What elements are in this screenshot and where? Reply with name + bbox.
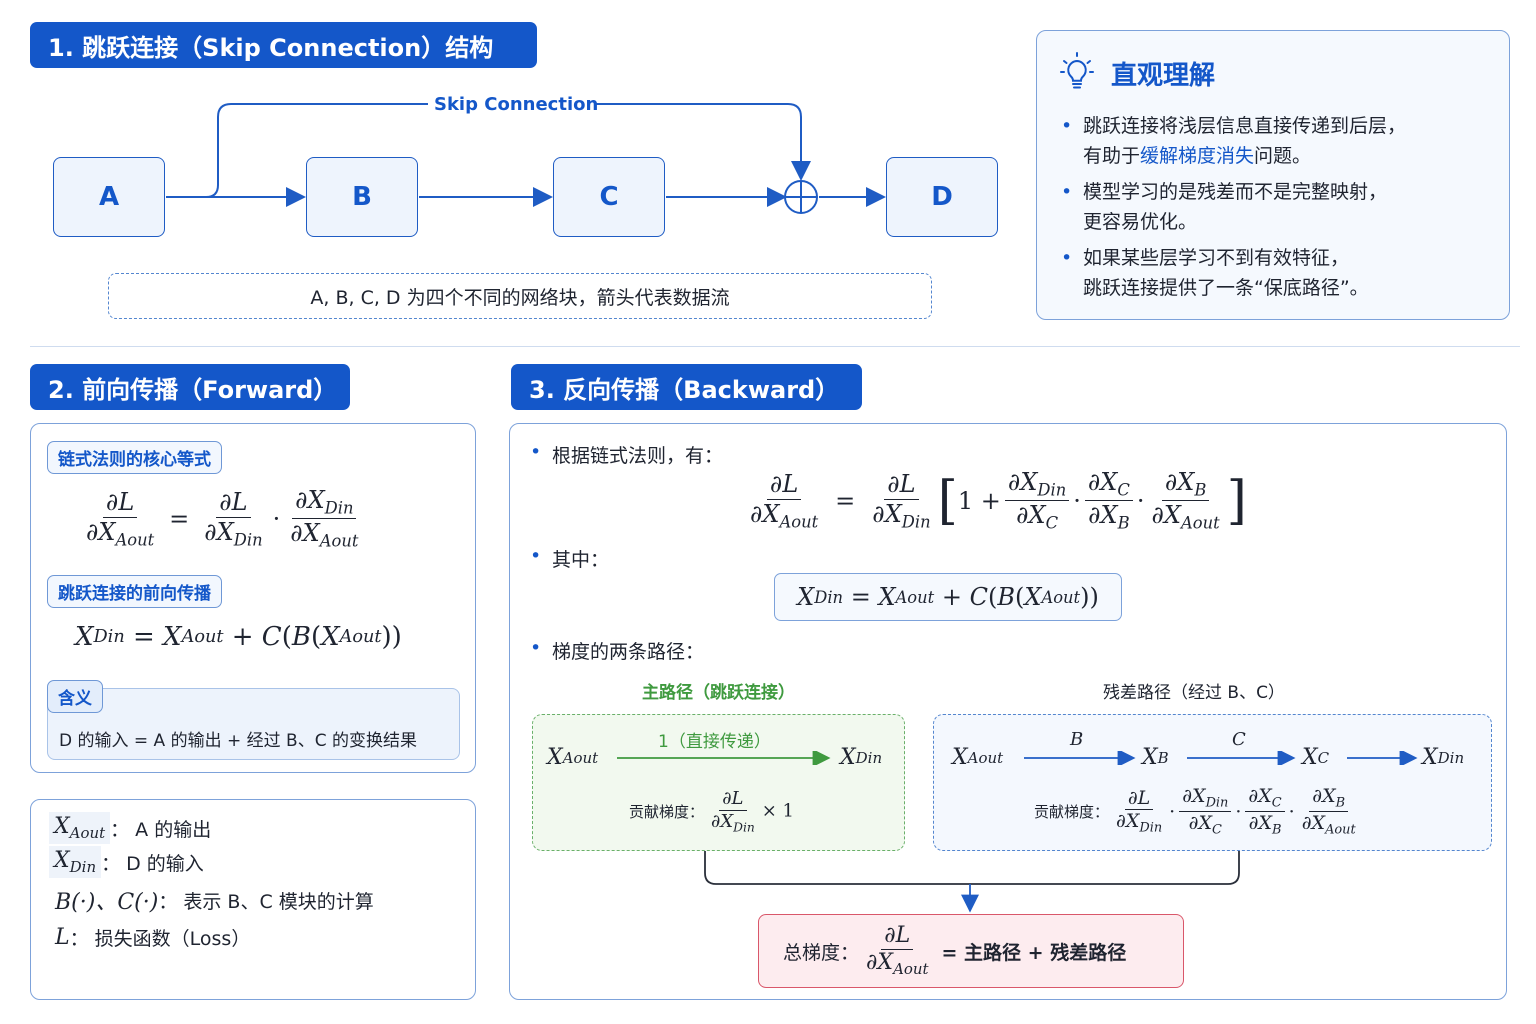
- section-divider: [30, 346, 1520, 347]
- tag-forward-prop: 跳跃连接的前向传播: [47, 575, 222, 608]
- main-path-title: 主路径（跳跃连接）: [642, 683, 795, 703]
- highlight-vanishing-gradient: 缓解梯度消失: [1140, 145, 1255, 167]
- section1-title: 1. 跳跃连接（Skip Connection）结构: [30, 22, 537, 68]
- res-label-c: C: [1232, 729, 1246, 750]
- legend-xdin: XDin ： D 的输入: [49, 846, 204, 879]
- tag-chain-rule: 链式法则的核心等式: [47, 441, 222, 474]
- total-gradient-rhs: = 主路径 + 残差路径: [941, 941, 1127, 964]
- section2-title: 2. 前向传播（Forward）: [30, 364, 350, 410]
- skip-connection-label: Skip Connection: [434, 94, 599, 115]
- skip-diagram-arrows: [166, 103, 886, 214]
- legend-panel: XAout ： A 的输出 XDin ： D 的输入 B(·)、C(·) ： 表…: [30, 799, 476, 1000]
- total-gradient-label: 总梯度：: [783, 941, 860, 964]
- backward-bullet-1: 根据链式法则，有：: [530, 441, 723, 468]
- intuition-item-3: 如果某些层学习不到有效特征， 跳跃连接提供了一条“保底路径”。: [1061, 243, 1369, 303]
- intuition-item-2-line1: 模型学习的是残差而不是完整映射，: [1083, 181, 1388, 203]
- intuition-item-1: 跳跃连接将浅层信息直接传递到后层， 有助于缓解梯度消失问题。: [1061, 111, 1407, 171]
- intuition-item-2-line2: 更容易优化。: [1083, 211, 1198, 233]
- backward-bullet-2: 其中：: [530, 545, 609, 572]
- legend-bc: B(·)、C(·) ： 表示 B、C 模块的计算: [55, 890, 374, 915]
- intuition-item-3-line1: 如果某些层学习不到有效特征，: [1083, 247, 1350, 269]
- section3-title: 3. 反向传播（Backward）: [511, 364, 862, 410]
- chain-rule-equation: ∂L∂XAout = ∂L∂XDin · ∂XDin∂XAout: [86, 486, 359, 551]
- intuition-item-1-line1: 跳跃连接将浅层信息直接传递到后层，: [1083, 115, 1407, 137]
- main-path-contribution: 贡献梯度： ∂L∂XDin× 1: [629, 788, 795, 834]
- diagram-caption-text: A, B, C, D 为四个不同的网络块，箭头代表数据流: [310, 286, 730, 309]
- intuition-item-3-line2: 跳跃连接提供了一条“保底路径”。: [1083, 277, 1369, 299]
- backward-bullet-3: 梯度的两条路径：: [530, 637, 704, 664]
- residual-path-title: 残差路径（经过 B、C）: [1103, 683, 1285, 703]
- merge-bracket: [704, 851, 1240, 913]
- res-label-b: B: [1070, 729, 1084, 750]
- node-d: D: [886, 157, 998, 237]
- intuition-item-1-line2: 有助于缓解梯度消失问题。: [1083, 145, 1312, 167]
- tag-meaning: 含义: [47, 680, 103, 713]
- intuition-item-2: 模型学习的是残差而不是完整映射， 更容易优化。: [1061, 177, 1388, 237]
- residual-contribution: 贡献梯度： ∂L∂XDin· ∂XDin∂XC· ∂XC∂XB· ∂XB∂XAo…: [1034, 785, 1356, 838]
- legend-xaout: XAout ： A 的输出: [49, 812, 211, 845]
- total-gradient-box: 总梯度： ∂L∂XAout = 主路径 + 残差路径: [758, 914, 1184, 988]
- residual-path-arrows: [1024, 751, 1418, 765]
- intuition-panel: 直观理解 跳跃连接将浅层信息直接传递到后层， 有助于缓解梯度消失问题。 模型学习…: [1036, 30, 1510, 320]
- meaning-box: [47, 688, 460, 760]
- lightbulb-icon: [1060, 52, 1094, 89]
- node-c: C: [553, 157, 665, 237]
- forward-panel: 链式法则的核心等式 ∂L∂XAout = ∂L∂XDin · ∂XDin∂XAo…: [30, 423, 476, 773]
- backward-panel: 根据链式法则，有： ∂L∂XAout = ∂L∂XDin [ 1 + ∂XDin…: [509, 423, 1507, 1000]
- intuition-title: 直观理解: [1111, 61, 1216, 91]
- node-a: A: [53, 157, 165, 237]
- direct-label: 1（直接传递）: [658, 732, 771, 752]
- main-path-arrow: [617, 751, 831, 765]
- node-b: B: [306, 157, 418, 237]
- meaning-text: D 的输入 = A 的输出 + 经过 B、C 的变换结果: [59, 731, 417, 751]
- backward-equation: ∂L∂XAout = ∂L∂XDin [ 1 + ∂XDin∂XC · ∂XC∂…: [750, 468, 1247, 533]
- legend-l: L ： 损失函数（Loss）: [55, 925, 251, 950]
- diagram-caption: A, B, C, D 为四个不同的网络块，箭头代表数据流: [108, 273, 932, 319]
